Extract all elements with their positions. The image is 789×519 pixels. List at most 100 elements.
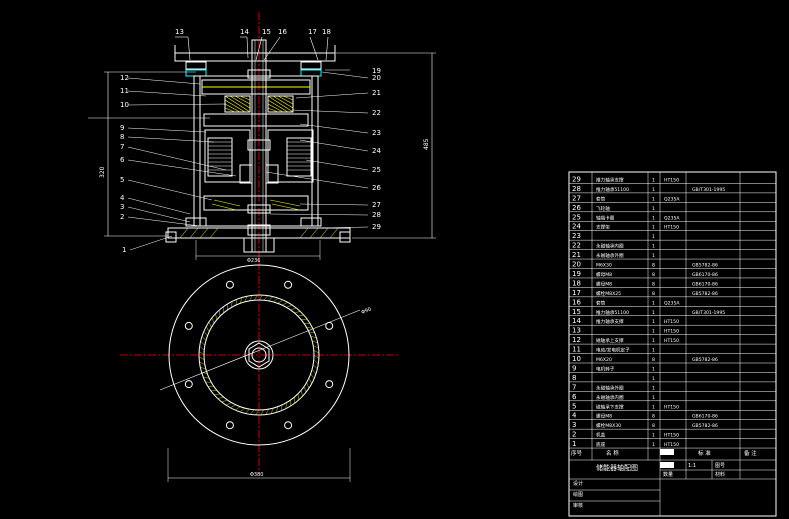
- bom-name: 电机转子: [596, 365, 615, 372]
- label-drawing-no: 图号: [715, 463, 725, 469]
- callout-23: 23: [372, 129, 381, 137]
- bom-material: HT150: [664, 319, 679, 325]
- bom-name: 螺母M8: [596, 413, 612, 420]
- bom-name: 螺母M8: [596, 280, 612, 287]
- bom-standard: GB6170-86: [692, 281, 718, 287]
- bom-qty: 1: [652, 366, 655, 372]
- bom-qty: 8: [652, 291, 655, 297]
- bom-qty: 1: [652, 206, 655, 212]
- bom-qty: 1: [652, 177, 655, 183]
- callout-29: 29: [372, 223, 381, 231]
- bom-no: 15: [572, 308, 581, 316]
- callout-10: 10: [120, 101, 129, 109]
- bom-name: 套筒: [596, 195, 606, 202]
- drawing-scale: 1:1: [688, 463, 696, 469]
- bom-name: 套筒: [596, 299, 606, 306]
- bom-name: 螺栓M8X25: [596, 290, 621, 297]
- bom-name: 永磁轴承内圈: [596, 394, 624, 401]
- bom-no: 14: [572, 317, 581, 325]
- dim-plan: Φ90: [361, 306, 373, 315]
- bom-material: HT150: [664, 433, 679, 439]
- bom-no: 27: [572, 194, 581, 202]
- bom-standard: GB/T301-1995: [692, 187, 725, 193]
- bom-name: M6X20: [596, 357, 612, 363]
- bom-name: 螺栓M8X30: [596, 422, 621, 429]
- bom-qty: 1: [652, 253, 655, 259]
- bom-no: 19: [572, 270, 581, 278]
- bom-no: 28: [572, 185, 581, 193]
- bom-qty: 1: [652, 310, 655, 316]
- bom-no: 22: [572, 242, 581, 250]
- bom-material: HT150: [664, 329, 679, 335]
- bom-qty: 1: [652, 433, 655, 439]
- callout-5: 5: [120, 176, 124, 184]
- bom-qty: 1: [652, 234, 655, 240]
- bolt-hole: [284, 421, 293, 430]
- callout-1: 1: [122, 246, 126, 254]
- bom-name: 推力轴承51100: [596, 309, 629, 316]
- bom-no: 11: [572, 346, 581, 354]
- bolt-hole: [225, 421, 234, 430]
- left-callouts: 12 11 10 9 8 7 6 5 4 3 2 1: [120, 74, 129, 254]
- bolt-hole: [184, 321, 193, 330]
- bom-standard: GB5782-86: [692, 263, 718, 269]
- callout-26: 26: [372, 184, 381, 192]
- callout-11: 11: [120, 87, 129, 95]
- header-seq: 序号: [571, 449, 583, 457]
- header-name: 名 称: [606, 449, 619, 457]
- bom-qty: 8: [652, 423, 655, 429]
- dim-height-overall: 485: [423, 138, 430, 150]
- bom-no: 9: [572, 364, 576, 372]
- label-drafting: 绘图: [573, 491, 583, 498]
- callout-16: 16: [278, 28, 287, 36]
- bom-qty: 1: [652, 225, 655, 231]
- bom-no: 20: [572, 261, 581, 269]
- callout-22: 22: [372, 109, 381, 117]
- bom-no: 24: [572, 223, 581, 231]
- bom-qty: 8: [652, 357, 655, 363]
- bom-no: 16: [572, 298, 581, 306]
- callout-3: 3: [120, 203, 124, 211]
- bom-no: 18: [572, 279, 581, 287]
- callout-21: 21: [372, 89, 381, 97]
- bom-name: 机盖: [596, 432, 606, 439]
- bom-no: 1: [572, 440, 576, 448]
- bom-no: 10: [572, 355, 581, 363]
- bolt-hole: [284, 280, 293, 289]
- drawing-title: 储能器轴配图: [596, 463, 638, 472]
- top-callouts: 13 14 15 16 17 18 19: [175, 28, 381, 75]
- bom-qty: 1: [652, 215, 655, 221]
- bolt-hole: [184, 380, 193, 389]
- bom-qty: 1: [652, 404, 655, 410]
- bom-no: 12: [572, 336, 581, 344]
- callout-9: 9: [120, 124, 124, 132]
- bom-qty: 1: [652, 196, 655, 202]
- callout-7: 7: [120, 143, 124, 151]
- bom-name: 永磁轴承内圈: [596, 243, 624, 250]
- bom-qty: 1: [652, 376, 655, 382]
- dim-width-plan: Φ380: [250, 472, 263, 478]
- bom-qty: 8: [652, 263, 655, 269]
- bom-qty: 1: [652, 385, 655, 391]
- bom-name: 支撑架: [596, 224, 610, 231]
- bom-no: 2: [572, 431, 576, 439]
- callout-19: 19: [372, 67, 381, 75]
- bom-no: 23: [572, 232, 581, 240]
- header-standard: 标 准: [698, 449, 711, 457]
- bom-material: HT150: [664, 442, 679, 448]
- bom-qty: 8: [652, 272, 655, 278]
- bom-material: Q235A: [664, 215, 680, 221]
- bom-no: 25: [572, 213, 581, 221]
- bom-qty: 1: [652, 442, 655, 448]
- bom-name: 推力轴承支撑: [596, 176, 624, 183]
- bom-standard: GB6170-86: [692, 414, 718, 420]
- label-review: 审核: [573, 502, 583, 509]
- bom-qty: 1: [652, 338, 655, 344]
- bom-name: 飞轮轴: [596, 205, 610, 212]
- callout-15: 15: [262, 28, 271, 36]
- bom-material: HT150: [664, 177, 679, 183]
- bom-qty: 1: [652, 395, 655, 401]
- bom-name: 磁轴承上支撑: [596, 337, 624, 344]
